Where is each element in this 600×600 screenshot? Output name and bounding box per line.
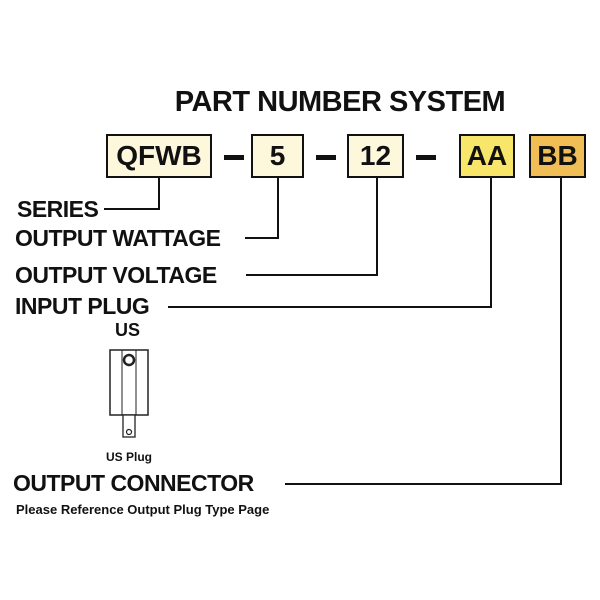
input-plug-option-caption: US Plug xyxy=(106,450,153,464)
separator-dash xyxy=(316,155,336,160)
segment-series-box: QFWB xyxy=(106,134,212,178)
segment-wattage-box: 5 xyxy=(251,134,304,178)
label-output-voltage: OUTPUT VOLTAGE xyxy=(15,262,217,288)
segment-input-plug-box: AA xyxy=(459,134,515,178)
segment-output-connector-code: BB xyxy=(537,140,578,171)
segment-series-code: QFWB xyxy=(116,140,202,171)
page-title: PART NUMBER SYSTEM xyxy=(174,86,506,118)
label-output-wattage: OUTPUT WATTAGE xyxy=(15,225,221,251)
us-plug-icon xyxy=(109,349,149,438)
label-output-connector: OUTPUT CONNECTOR xyxy=(13,470,254,496)
voltage-leader-line xyxy=(246,178,378,276)
series-leader-line xyxy=(104,178,160,210)
segment-output-connector-box: BB xyxy=(529,134,586,178)
input-plug-leader-line xyxy=(168,178,492,308)
segment-wattage-code: 5 xyxy=(269,140,286,171)
wattage-leader-line xyxy=(245,178,279,239)
segment-input-plug-code: AA xyxy=(466,140,508,171)
segment-voltage-code: 12 xyxy=(359,140,392,171)
separator-dash xyxy=(224,155,244,160)
output-connector-note: Please Reference Output Plug Type Page xyxy=(16,502,270,517)
separator-dash xyxy=(416,155,436,160)
input-plug-option-heading: US xyxy=(115,320,141,340)
output-connector-leader-line xyxy=(285,178,562,485)
segment-voltage-box: 12 xyxy=(347,134,404,178)
label-input-plug: INPUT PLUG xyxy=(15,293,150,319)
label-series: SERIES xyxy=(17,196,99,222)
